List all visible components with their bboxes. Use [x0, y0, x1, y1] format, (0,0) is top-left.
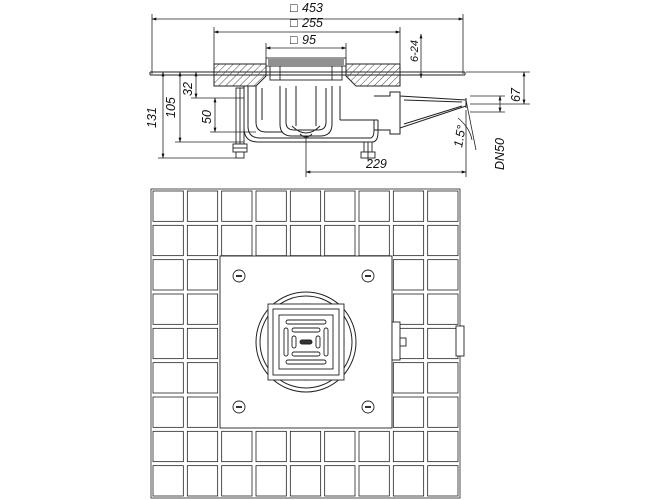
screws — [232, 269, 375, 414]
tile — [392, 396, 425, 428]
tile — [289, 224, 322, 257]
tile — [186, 430, 219, 463]
grate-slots — [283, 319, 329, 365]
tile — [152, 430, 184, 463]
tile — [392, 190, 425, 222]
tile — [324, 190, 356, 222]
grate-insert — [265, 57, 347, 81]
tile — [186, 293, 219, 325]
screw-icon — [361, 269, 375, 283]
tile — [221, 465, 253, 497]
tile — [427, 293, 459, 325]
dim-outlet-offset: 229 — [365, 157, 387, 171]
tile — [427, 362, 459, 394]
tile — [186, 396, 219, 428]
dimension-lines-left — [158, 71, 256, 159]
tile — [152, 259, 184, 291]
tile — [392, 293, 425, 325]
tile — [427, 396, 459, 428]
tile — [255, 430, 287, 463]
tile — [186, 259, 219, 291]
tile — [186, 362, 219, 394]
square-symbol-1: □ — [290, 1, 298, 15]
tile — [186, 327, 219, 360]
tile — [427, 327, 459, 360]
tile — [427, 224, 459, 257]
square-grate — [267, 303, 345, 381]
dim-seal-height: 50 — [200, 110, 214, 124]
tile — [358, 430, 390, 463]
tile — [152, 224, 184, 257]
tile — [324, 465, 356, 497]
screw-icon — [361, 400, 375, 414]
tile — [221, 224, 253, 257]
screw-icon — [232, 269, 246, 283]
dim-outlet-angle: 1.5° — [451, 124, 469, 148]
dimension-line-bottom — [305, 110, 467, 177]
tile — [152, 465, 184, 497]
dim-body-height: 105 — [164, 97, 178, 118]
tile — [392, 259, 425, 291]
dim-inlet-depth: 32 — [181, 82, 195, 96]
membrane-line — [149, 71, 466, 76]
support-feet — [232, 87, 376, 160]
square-symbol-3: □ — [290, 33, 298, 47]
top-dimension-labels: □ 453 □ 255 □ 95 6-24 — [290, 1, 421, 62]
left-dimension-labels: 131 105 32 50 — [145, 82, 214, 128]
dimension-lines-top — [151, 14, 464, 79]
tile — [221, 430, 253, 463]
tile — [392, 465, 425, 497]
tile — [392, 362, 425, 394]
right-dimension-labels: 67 DN50 1.5° — [451, 87, 523, 170]
outlet-pipe — [374, 91, 467, 135]
outlet-tab — [391, 321, 465, 361]
tile — [152, 190, 184, 222]
dim-grate-width: 95 — [302, 33, 316, 47]
tile — [427, 259, 459, 291]
tile — [392, 224, 425, 257]
tile — [427, 190, 459, 222]
tile — [152, 327, 184, 360]
tile — [427, 465, 459, 497]
tile — [152, 293, 184, 325]
tile — [289, 465, 322, 497]
tile — [221, 190, 253, 222]
tile — [152, 396, 184, 428]
tile — [324, 430, 356, 463]
section-view: □ 453 □ 255 □ 95 6-24 — [145, 1, 530, 177]
dim-outlet-height: 67 — [509, 87, 523, 102]
dim-overall-width: 453 — [302, 1, 323, 15]
tile — [289, 430, 322, 463]
tile — [427, 430, 459, 463]
drain-body — [243, 86, 379, 143]
tile — [289, 190, 322, 222]
tile — [186, 190, 219, 222]
tile — [186, 224, 219, 257]
flange-section — [213, 63, 401, 87]
tile — [152, 362, 184, 394]
tile — [255, 190, 287, 222]
tile — [255, 465, 287, 497]
screw-icon — [232, 400, 246, 414]
tile — [358, 190, 390, 222]
tile — [324, 224, 356, 257]
tile — [392, 430, 425, 463]
dimension-lines-right — [457, 71, 530, 151]
dim-total-height: 131 — [145, 107, 159, 128]
square-symbol-2: □ — [290, 16, 298, 30]
tile — [186, 465, 219, 497]
dim-flange-width: 255 — [301, 16, 323, 30]
tile — [358, 465, 390, 497]
tile — [358, 224, 390, 257]
dim-outlet-diameter: DN50 — [493, 138, 507, 170]
plan-view — [150, 188, 465, 499]
tile — [255, 224, 287, 257]
dim-height-adjust: 6-24 — [409, 40, 421, 62]
